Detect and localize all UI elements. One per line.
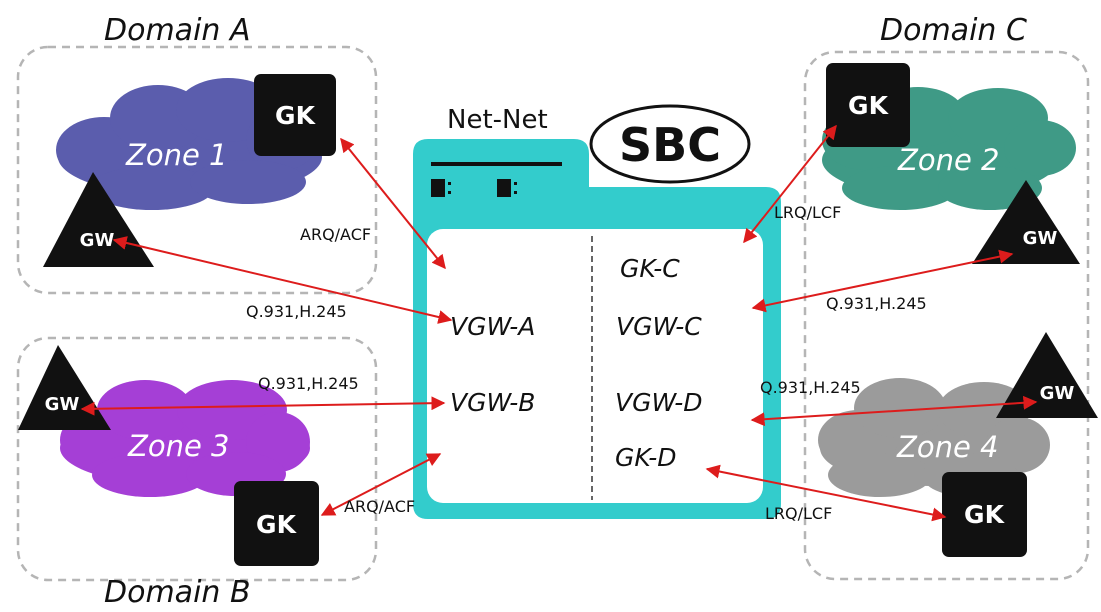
vgw-c-label: VGW-C [616, 312, 702, 341]
sbc-inner-panel [427, 229, 763, 503]
zone-1-label: Zone 1 [125, 138, 228, 172]
link-label-q931-b: Q.931,H.245 [258, 374, 359, 393]
gatekeeper-domain-a: GK [254, 74, 336, 156]
link-label-lrq-lcf-c: LRQ/LCF [774, 203, 841, 222]
gk-label: GK [275, 101, 317, 130]
gateway-domain-b: GW [18, 345, 111, 430]
gk-label: GK [848, 91, 890, 120]
gk-label: GK [964, 500, 1006, 529]
vgw-b-label: VGW-B [450, 388, 535, 417]
domain-a-label: Domain A [104, 13, 250, 48]
arrow-arq-acf-b [320, 453, 442, 516]
link-label-arq-acf-b: ARQ/ACF [344, 497, 415, 516]
link-label-lrq-lcf-d: LRQ/LCF [765, 504, 832, 523]
link-label-q931-c: Q.931,H.245 [826, 294, 927, 313]
gatekeeper-zone-2: GK [826, 63, 910, 147]
link-label-q931-a: Q.931,H.245 [246, 302, 347, 321]
zone-3-label: Zone 3 [127, 429, 230, 463]
arrow-q931-a [112, 236, 453, 324]
gatekeeper-domain-b: GK [234, 481, 319, 566]
link-label-q931-d: Q.931,H.245 [760, 378, 861, 397]
sbc-title: Net-Net [447, 105, 548, 135]
zone-1-cloud [56, 78, 322, 210]
arrow-q931-d [750, 395, 1038, 427]
domain-c-label: Domain C [880, 13, 1027, 48]
gk-d-label: GK-D [615, 443, 677, 472]
gw-label: GW [1023, 228, 1058, 249]
sbc-badge: SBC [619, 118, 721, 172]
gk-label: GK [256, 510, 298, 539]
gateway-zone-2: GW [972, 180, 1080, 264]
gw-label: GW [45, 394, 80, 415]
gk-c-label: GK-C [620, 254, 680, 283]
arrow-q931-b [80, 396, 446, 416]
arrow-q931-c [751, 249, 1014, 313]
gw-label: GW [80, 230, 115, 251]
vgw-a-label: VGW-A [450, 312, 535, 341]
vgw-d-label: VGW-D [615, 388, 703, 417]
zone-2-label: Zone 2 [897, 143, 1000, 177]
gatekeeper-zone-4: GK [942, 472, 1027, 557]
domain-b-label: Domain B [104, 575, 251, 610]
sbc-port-2 [497, 179, 517, 197]
gw-label: GW [1040, 383, 1075, 404]
sbc-device [413, 139, 781, 519]
arrow-lrq-lcf-c [743, 124, 837, 244]
arrow-lrq-lcf-d [705, 464, 947, 522]
gateway-zone-4: GW [996, 332, 1098, 418]
zone-4-label: Zone 4 [896, 430, 999, 464]
link-label-arq-acf-a: ARQ/ACF [300, 225, 371, 244]
